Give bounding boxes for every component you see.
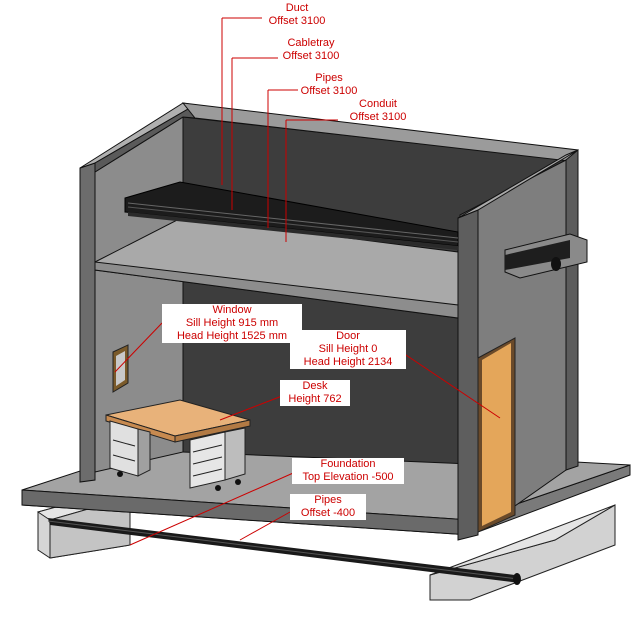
pipes-bottom-title: Pipes bbox=[290, 494, 366, 507]
desk-title: Desk bbox=[280, 380, 350, 393]
foundation-title: Foundation bbox=[292, 458, 404, 471]
window-title: Window bbox=[162, 304, 302, 317]
duct-offset: Offset 3100 bbox=[268, 15, 326, 27]
cabletray-title: Cabletray bbox=[287, 37, 335, 49]
door-label: Door Sill Height 0 Head Height 2134 bbox=[290, 330, 406, 369]
desk-label: Desk Height 762 bbox=[280, 380, 350, 406]
lower-pipes bbox=[47, 518, 521, 585]
door-title: Door bbox=[290, 330, 406, 343]
pipes-top-title: Pipes bbox=[315, 72, 343, 84]
upper-services bbox=[124, 181, 588, 279]
window bbox=[112, 344, 129, 393]
pipes-top-offset: Offset 3100 bbox=[300, 85, 358, 97]
foundation-top-elevation: Top Elevation -500 bbox=[292, 471, 404, 484]
pipes-bottom-offset: Offset -400 bbox=[290, 507, 366, 520]
pipes-bottom-label: Pipes Offset -400 bbox=[290, 494, 366, 520]
ceiling-slab bbox=[94, 216, 459, 319]
conduit-offset: Offset 3100 bbox=[349, 111, 407, 123]
duct-title: Duct bbox=[285, 2, 309, 14]
window-label: Window Sill Height 915 mm Head Height 15… bbox=[162, 304, 302, 343]
conduit-title: Conduit bbox=[359, 98, 397, 110]
annotation-leaders bbox=[114, 17, 501, 546]
door bbox=[477, 337, 516, 533]
desk bbox=[105, 399, 251, 491]
desk-height: Height 762 bbox=[280, 393, 350, 406]
pipes-top-label: Pipes Offset 3100 bbox=[294, 72, 364, 98]
foundation-label: Foundation Top Elevation -500 bbox=[292, 458, 404, 484]
duct-label: Duct Offset 3100 bbox=[262, 2, 332, 28]
cabletray-label: Cabletray Offset 3100 bbox=[276, 37, 346, 63]
door-head-height: Head Height 2134 bbox=[290, 356, 406, 369]
conduit-label: Conduit Offset 3100 bbox=[342, 98, 414, 124]
window-sill-height: Sill Height 915 mm bbox=[162, 317, 302, 330]
cabletray-offset: Offset 3100 bbox=[282, 50, 340, 62]
door-sill-height: Sill Height 0 bbox=[290, 343, 406, 356]
window-head-height: Head Height 1525 mm bbox=[162, 330, 302, 343]
